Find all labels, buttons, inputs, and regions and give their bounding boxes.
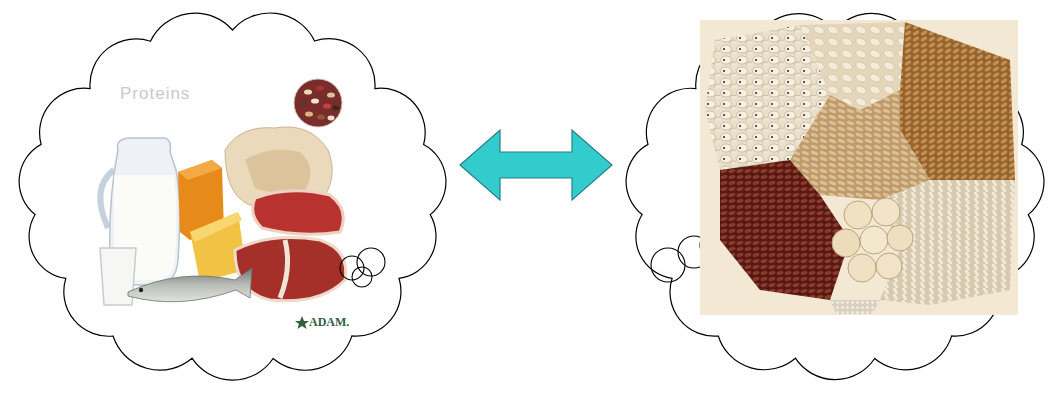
cloud-outline <box>612 0 1058 394</box>
cloud-shape <box>626 13 1044 379</box>
node-text: Proteins <box>120 84 190 104</box>
thought-cloud: Proteins <box>5 0 460 394</box>
thought-cloud <box>612 0 1058 394</box>
watermark-text: ADAM. <box>309 315 349 330</box>
double-block-arrow <box>460 130 612 200</box>
cloud-shape <box>19 13 446 380</box>
cloud-outline <box>5 0 460 394</box>
